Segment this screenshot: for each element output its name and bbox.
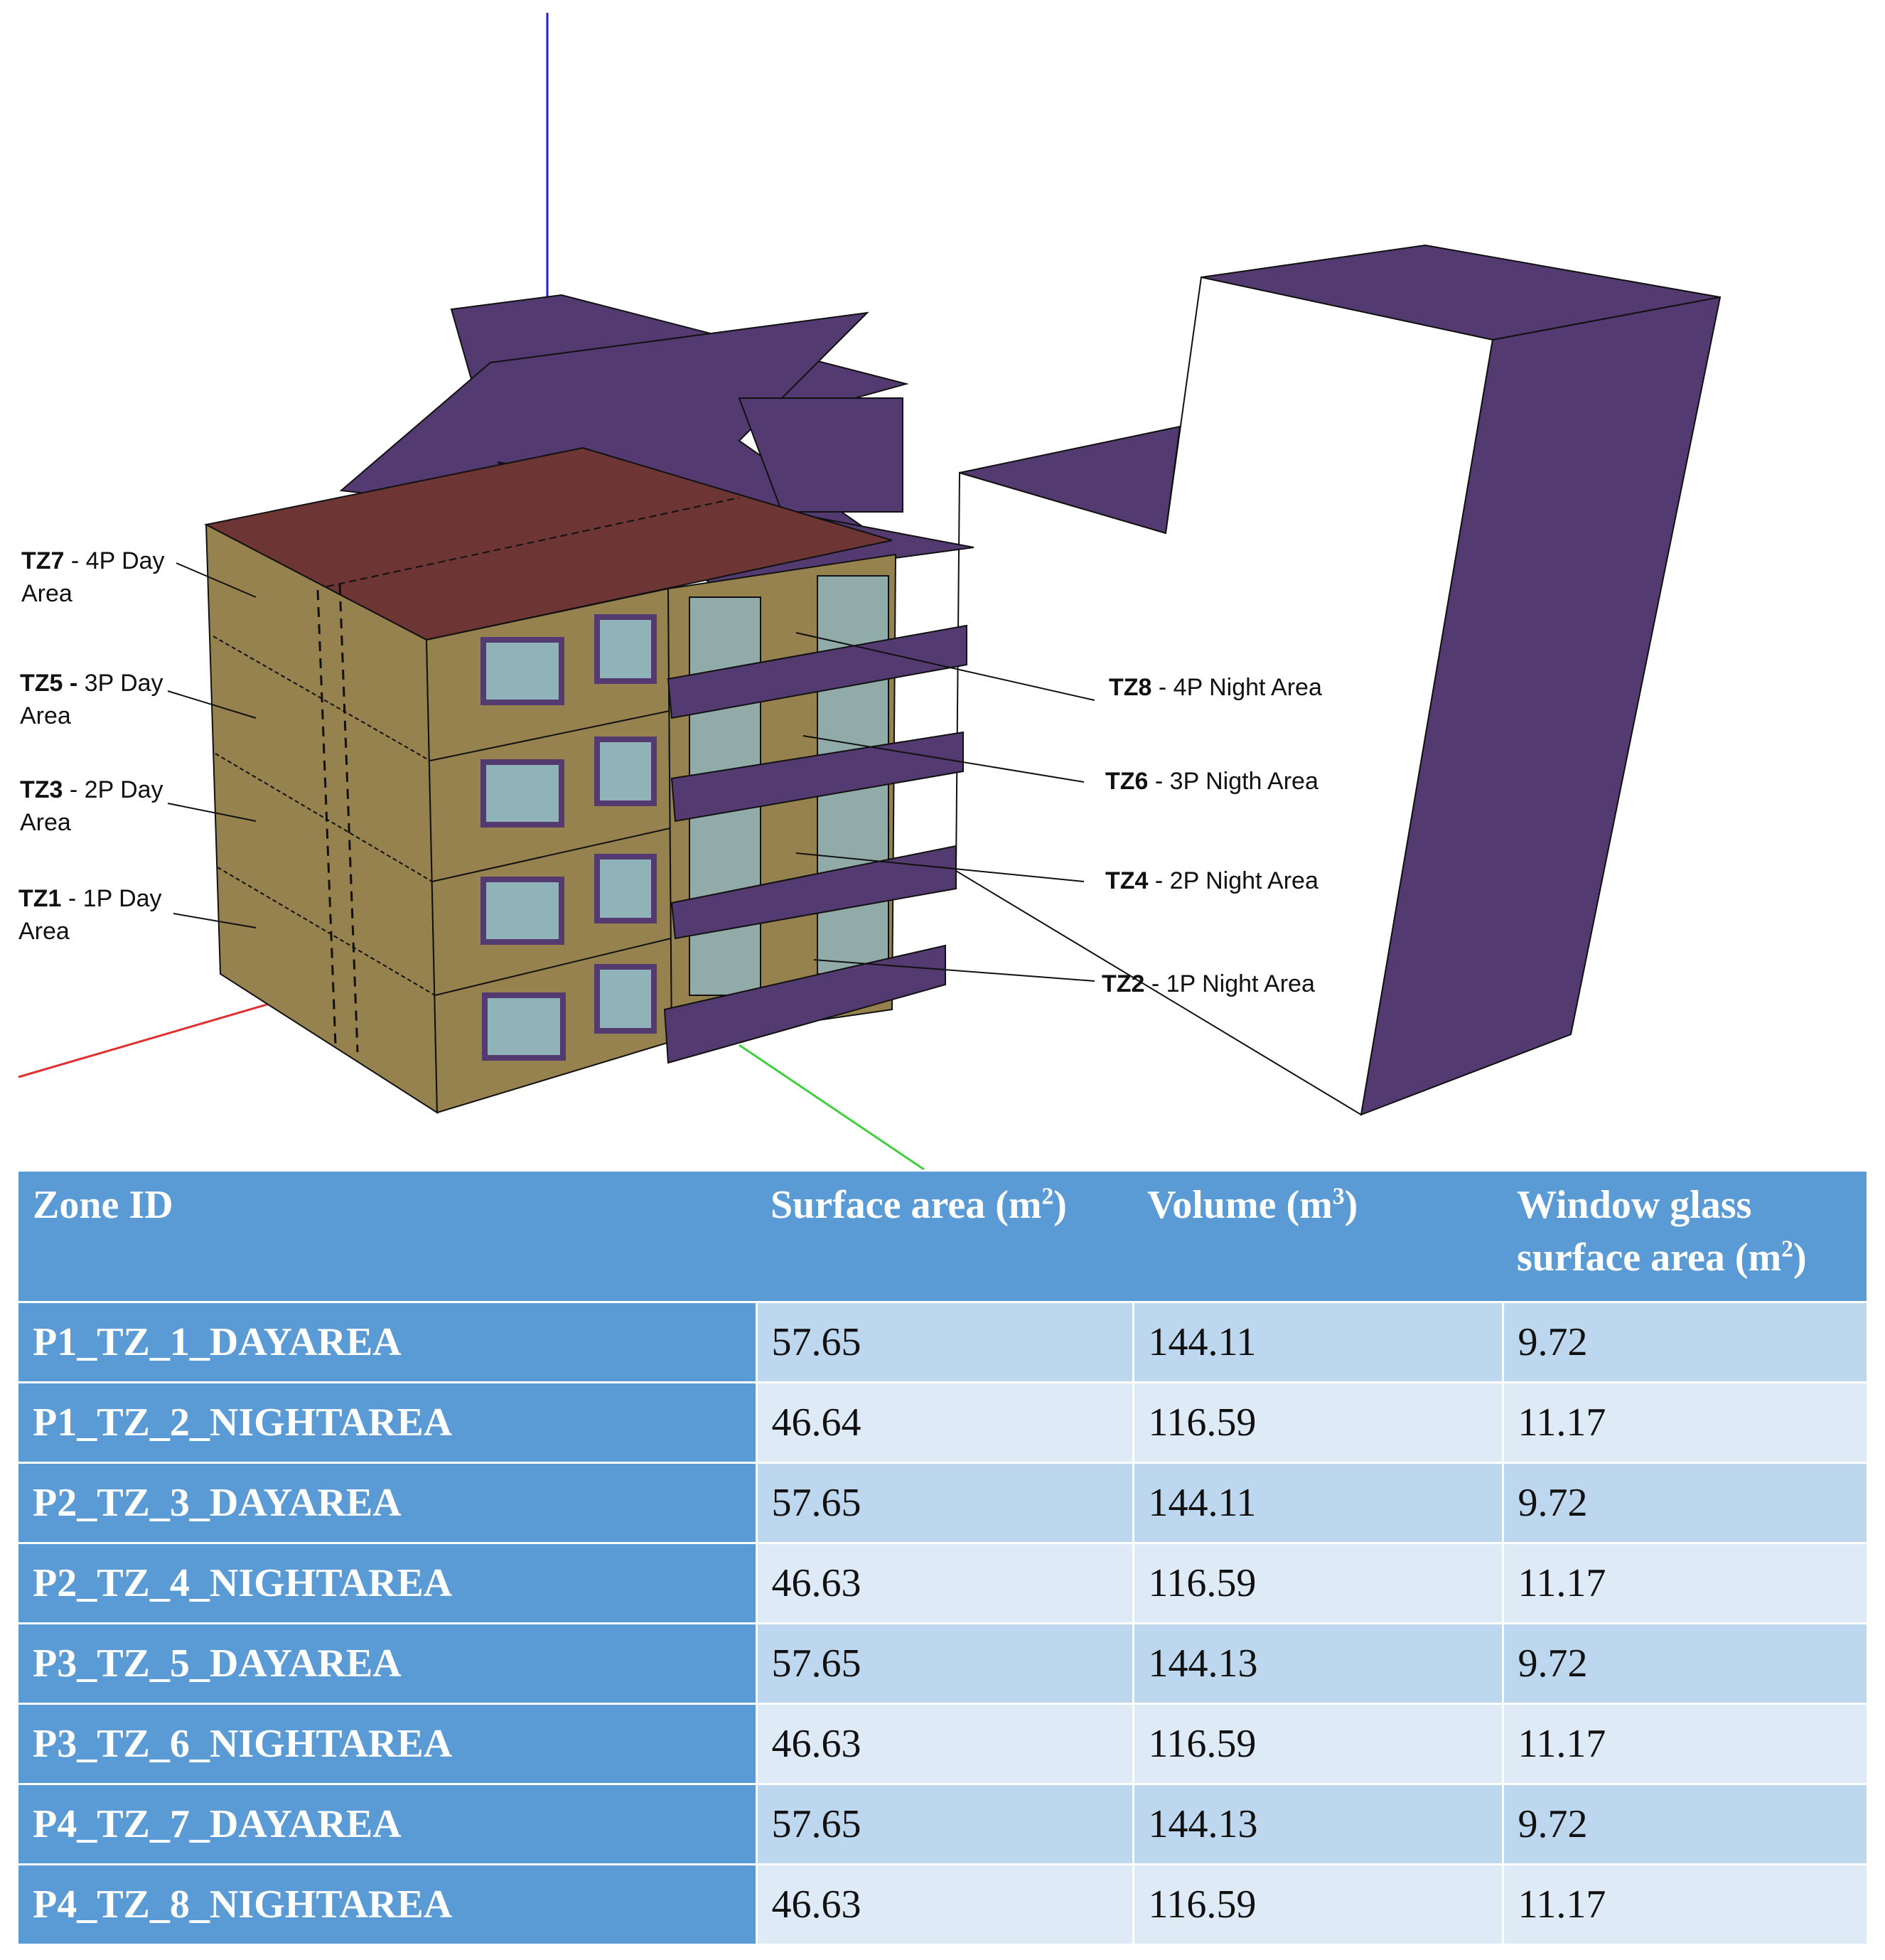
zone-id-cell: P4_TZ_8_NIGHTAREA: [18, 1863, 758, 1944]
volume-cell: 116.59: [1132, 1542, 1503, 1624]
window-area-cell: 9.72: [1501, 1301, 1867, 1383]
label-tz1: TZ1 - 1P Day: [18, 885, 162, 912]
zone-id-cell: P1_TZ_2_NIGHTAREA: [18, 1381, 758, 1463]
volume-cell: 116.59: [1132, 1863, 1503, 1944]
header-window-glass-area: Window glass surface area (m2): [1503, 1172, 1867, 1302]
table-header-row: Zone ID Surface area (m2) Volume (m3) Wi…: [18, 1172, 1867, 1302]
volume-cell: 144.11: [1132, 1462, 1503, 1543]
window-area-cell: 9.72: [1501, 1462, 1867, 1543]
zone-id-cell: P2_TZ_4_NIGHTAREA: [18, 1542, 758, 1624]
windows: [480, 614, 657, 1061]
surface-area-cell: 57.65: [756, 1622, 1133, 1704]
surface-area-cell: 46.63: [756, 1863, 1133, 1944]
axis-y: [739, 1044, 925, 1171]
label-tz7: TZ7 - 4P Day: [21, 547, 165, 574]
window-area-cell: 11.17: [1501, 1703, 1867, 1784]
zone-id-cell: P2_TZ_3_DAYAREA: [18, 1462, 758, 1543]
zone-labels: TZ7 - 4P Day Area TZ5 - 3P Day Area TZ3 …: [18, 547, 1322, 997]
volume-cell: 116.59: [1132, 1703, 1503, 1784]
header-zone-id: Zone ID: [18, 1172, 756, 1302]
volume-cell: 144.11: [1132, 1301, 1503, 1383]
leader-lines: [167, 562, 1095, 982]
header-volume: Volume (m3): [1133, 1172, 1503, 1302]
window-area-cell: 11.17: [1501, 1542, 1867, 1624]
label-tz3: TZ3 - 2P Day: [20, 776, 163, 803]
volume-cell: 144.13: [1132, 1783, 1503, 1865]
surface-area-cell: 57.65: [756, 1783, 1133, 1865]
label-tz7-line2: Area: [21, 580, 72, 607]
surface-area-cell: 57.65: [756, 1462, 1133, 1543]
label-tz5: TZ5 - 3P Day: [20, 670, 163, 697]
volume-cell: 116.59: [1132, 1381, 1503, 1463]
label-tz1-line2: Area: [18, 918, 70, 945]
axis-x: [18, 994, 299, 1078]
surface-area-cell: 46.63: [756, 1703, 1133, 1784]
label-tz5-line2: Area: [20, 702, 71, 729]
building-model-svg: TZ7 - 4P Day Area TZ5 - 3P Day Area TZ3 …: [18, 13, 1722, 1171]
zone-id-cell: P3_TZ_5_DAYAREA: [18, 1622, 758, 1704]
window-area-cell: 9.72: [1501, 1783, 1867, 1865]
window-area-cell: 9.72: [1501, 1622, 1867, 1704]
label-tz8: TZ8 - 4P Night Area: [1109, 674, 1322, 701]
surface-area-cell: 46.63: [756, 1542, 1133, 1624]
zone-id-cell: P1_TZ_1_DAYAREA: [18, 1301, 758, 1383]
zone-id-cell: P4_TZ_7_DAYAREA: [18, 1783, 758, 1865]
label-tz2: TZ2 - 1P Night Area: [1102, 970, 1315, 997]
volume-cell: 144.13: [1132, 1622, 1503, 1704]
label-tz6: TZ6 - 3P Nigth Area: [1105, 768, 1319, 795]
surface-area-cell: 57.65: [756, 1301, 1133, 1383]
label-tz4: TZ4 - 2P Night Area: [1105, 867, 1319, 894]
balconies: [663, 624, 967, 1064]
zone-id-cell: P3_TZ_6_NIGHTAREA: [18, 1703, 758, 1784]
building-model-view: TZ7 - 4P Day Area TZ5 - 3P Day Area TZ3 …: [18, 13, 1722, 1171]
main-building: [204, 446, 967, 1114]
window-area-cell: 11.17: [1501, 1381, 1867, 1463]
shading-block-right: [955, 244, 1722, 1116]
header-surface-area: Surface area (m2): [756, 1172, 1133, 1302]
window-area-cell: 11.17: [1501, 1863, 1867, 1944]
surface-area-cell: 46.64: [756, 1381, 1133, 1463]
zone-table: Zone ID Surface area (m2) Volume (m3) Wi…: [18, 1172, 1867, 1944]
label-tz3-line2: Area: [20, 809, 71, 836]
